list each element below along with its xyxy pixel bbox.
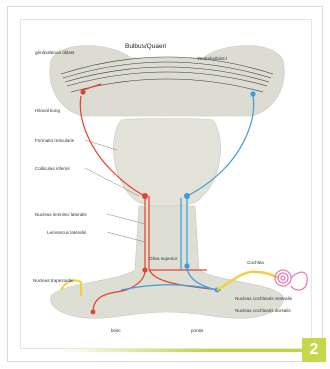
label-nucleus-ventral: Nucleus cochlearis ventralis: [235, 296, 293, 301]
label-formatio: Formatio reticularis: [35, 138, 75, 143]
label-bottom-mid: pontis: [191, 328, 204, 333]
nucleus-blue-1: [184, 193, 190, 199]
auditory-pathway-diagram: Bulbus/Quaeri génikulátová oblast Hilová…: [21, 20, 313, 350]
label-bottom-left: brisc: [111, 328, 121, 333]
label-nucleus-dorsal: Nucleus cochlearis dorsalis: [235, 308, 291, 313]
cerebrum-shape: [50, 46, 284, 117]
cochlea-icon: [275, 270, 307, 290]
label-cochlea: Cochlea: [247, 260, 264, 265]
label-nucleus-lateral: Nucleus lemnisci lateralis: [35, 212, 87, 217]
figure-card: Bulbus/Quaeri génikulátová oblast Hilová…: [7, 6, 323, 362]
nucleus-blue-2: [184, 263, 189, 268]
nucleus-blue-top: [250, 91, 255, 96]
nucleus-red-2: [142, 267, 147, 272]
page-number-badge: 2: [302, 338, 326, 362]
label-collicular: Colliculus inferior: [35, 166, 70, 171]
figure-frame: Bulbus/Quaeri génikulátová oblast Hilová…: [20, 19, 312, 349]
label-olive: Oliva superior: [149, 256, 178, 261]
label-top-left: génikulátová oblast: [35, 50, 75, 55]
label-hilum: Hilovál kung: [35, 108, 60, 113]
label-ventral-pathway: Ventrobulbární: [197, 56, 228, 61]
nucleus-red-3: [91, 310, 96, 315]
midbrain-shape: [113, 119, 220, 208]
figure-title: Bulbus/Quaeri: [125, 43, 166, 50]
nucleus-red-1: [142, 193, 148, 199]
accent-line: [60, 349, 310, 352]
label-lemniscus: Lemniscus lateralis: [47, 230, 87, 235]
label-left-nuclei: Nucleus trapezoidei: [33, 278, 73, 283]
nucleus-red-top: [80, 89, 85, 94]
